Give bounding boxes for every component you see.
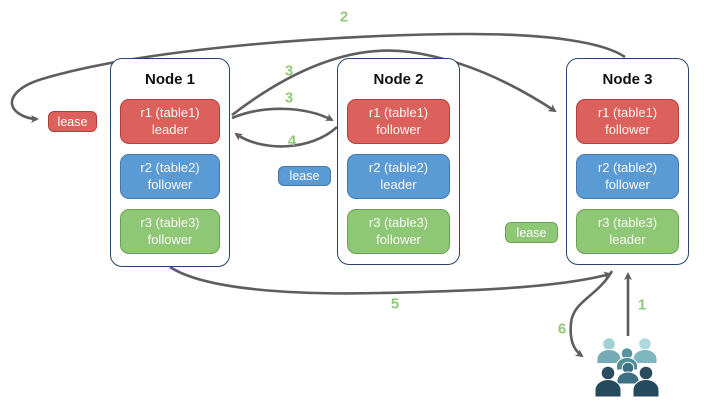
replica-name: r2 (table2) [368,160,429,175]
replica-role: follower [376,121,421,137]
lease-badge-green: lease [505,222,558,243]
replica-role: leader [609,231,646,247]
step-label-3-short: 3 [284,89,294,107]
replica-r1-node2: r1 (table1) follower [347,99,450,144]
replica-r3-node2: r3 (table3) follower [347,209,450,254]
replica-role: follower [376,231,421,247]
arrow-step-5 [169,265,612,295]
replica-name: r2 (table2) [597,160,658,175]
step-label-5: 5 [390,295,400,313]
step-label-1: 1 [637,296,647,314]
node-title: Node 1 [144,71,195,88]
replica-role: leader [380,176,417,192]
replica-name: r1 (table1) [140,105,200,120]
replica-r2-node2: r2 (table2) leader [347,154,450,199]
replica-name: r1 (table1) [368,105,429,120]
node-title: Node 3 [602,71,653,88]
replica-name: r3 (table3) [368,215,429,230]
replica-r2-node3: r2 (table2) follower [576,154,679,199]
replica-role: follower [605,121,650,137]
arrow-step-3-long [231,49,557,117]
replica-r1-node3: r1 (table1) follower [576,99,679,144]
step-label-2: 2 [339,8,349,26]
replica-role: follower [605,176,650,192]
replica-r1-node1: r1 (table1) leader [120,99,220,144]
arrow-step-4 [234,126,338,148]
replica-name: r3 (table3) [597,215,658,230]
node-3: Node 3 r1 (table1) follower r2 (table2) … [566,58,689,265]
replica-r2-node1: r2 (table2) follower [120,154,220,199]
lease-badge-blue: lease [278,166,331,186]
arrow-step-3-short [231,107,334,122]
arrow-step-2 [10,32,626,124]
replica-role: follower [147,231,193,247]
replica-name: r2 (table2) [140,160,200,175]
step-label-6: 6 [557,320,567,338]
replica-r3-node3: r3 (table3) leader [576,209,679,254]
node-2: Node 2 r1 (table1) follower r2 (table2) … [337,58,460,265]
replica-name: r1 (table1) [597,105,658,120]
node-1: Node 1 r1 (table1) leader r2 (table2) fo… [110,58,230,267]
step-label-3-long: 3 [284,62,294,80]
users-icon [594,337,660,398]
lease-badge-red: lease [48,111,97,132]
replica-r3-node1: r3 (table3) follower [120,209,220,254]
arrow-step-6 [569,270,614,358]
replica-role: follower [147,176,193,192]
node-title: Node 2 [373,71,424,88]
replica-name: r3 (table3) [140,215,200,230]
step-label-4: 4 [287,132,297,150]
replica-role: leader [151,121,189,137]
